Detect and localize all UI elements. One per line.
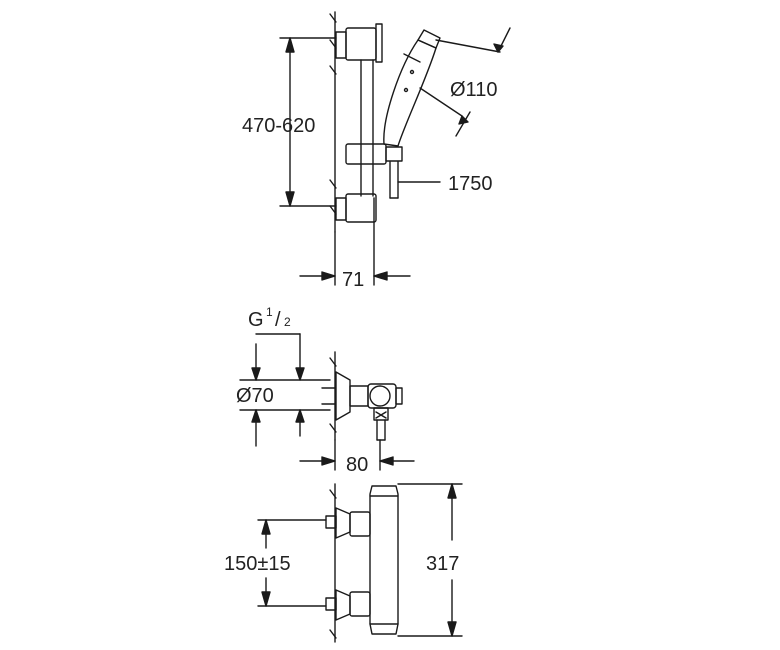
thread-leader [255,333,305,381]
wall-connection-view [239,333,415,471]
mixer-body [369,485,399,635]
lower-wall-union [325,589,371,621]
thread-label: G [248,309,264,331]
shower-hose [389,161,399,199]
thermostat-mixer-view [257,483,463,643]
wall-line [329,11,337,233]
mixer-height-label: 317 [426,553,459,575]
thread-fraction-denominator: 2 [284,315,291,329]
valve-connector [367,383,403,441]
dimension-labels: 470-620 Ø110 1750 71 G 1 / 2 Ø70 80 150±… [224,79,497,575]
head-diameter-dimension [419,27,511,137]
wall-line-bottom [329,483,337,643]
rail-wall-distance-dimension [299,197,411,286]
rail-slider [345,143,403,165]
rail-height-label: 470-620 [242,115,315,137]
rail-height-dimension [279,37,337,207]
thread-fraction-numerator: 1 [266,305,273,319]
centre-distance-dimension [257,519,327,607]
s-union-escutcheon [321,371,369,421]
rail-bar [360,59,374,197]
upper-wall-union [325,507,371,539]
hand-shower [383,29,441,147]
centre-distance-label: 150±15 [224,553,291,575]
hose-length-label: 1750 [448,173,493,195]
thread-fraction-slash: / [275,309,281,331]
valve-wall-distance-label: 80 [346,454,368,476]
rail-bottom-bracket [335,193,377,223]
escutcheon-diameter-label: Ø70 [236,385,274,407]
rail-top-bracket [335,23,383,63]
wall-line-middle [329,351,337,441]
shower-rail-view [279,11,511,286]
head-diameter-label: Ø110 [450,79,497,101]
rail-wall-distance-label: 71 [342,269,364,291]
valve-wall-distance-dimension [299,439,415,471]
escutcheon-diameter-dimension [239,343,331,447]
mixer-height-dimension [397,483,463,637]
